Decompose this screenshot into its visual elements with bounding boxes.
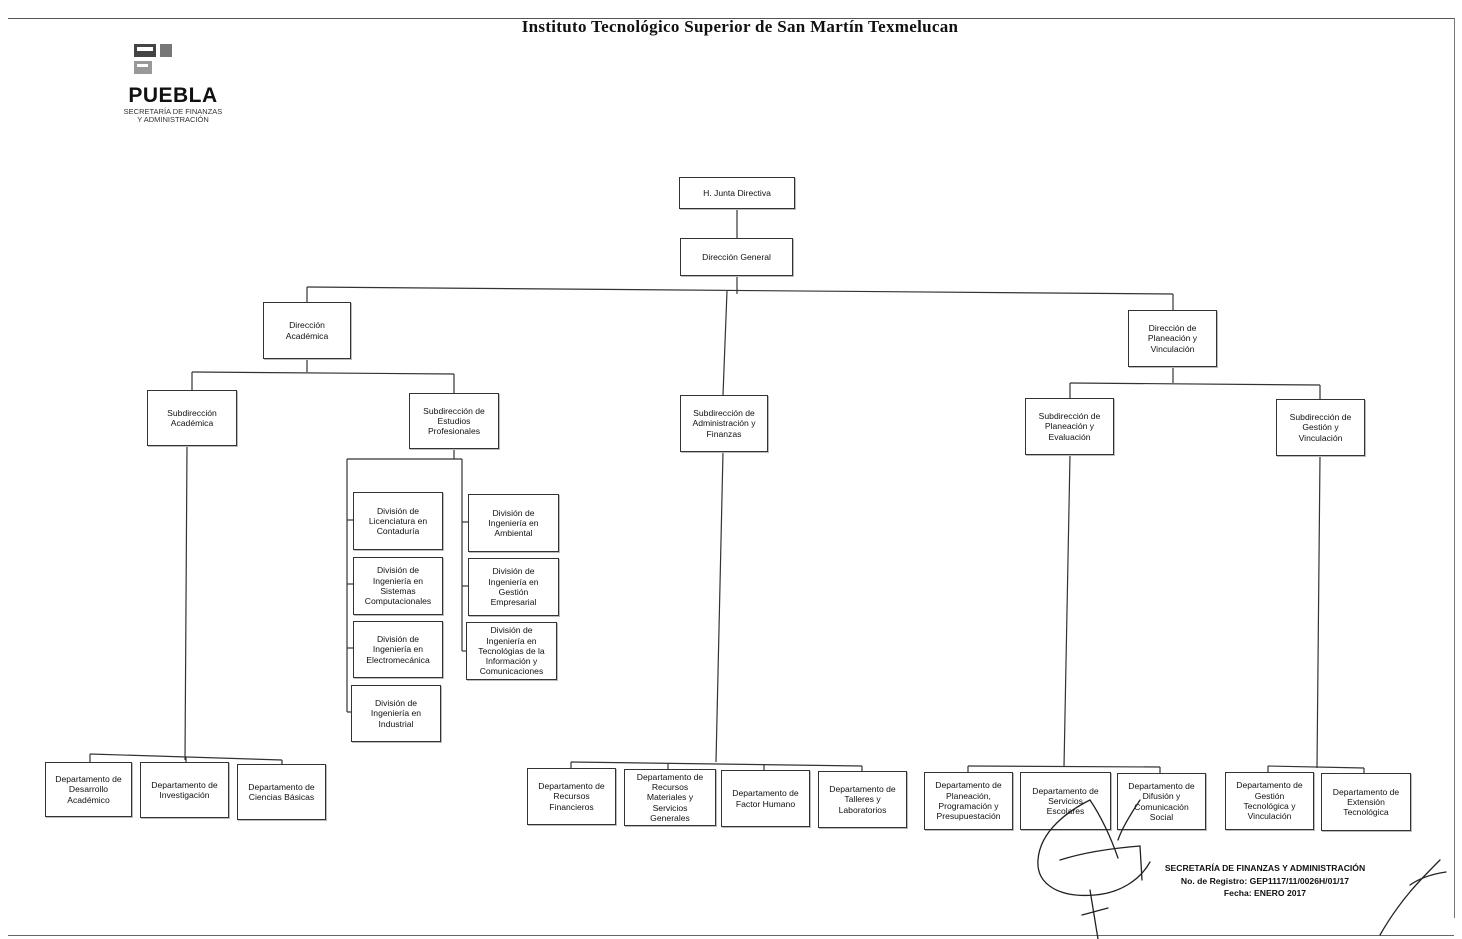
box-departamento-desarrollo-academico: Departamento de Desarrollo Académico xyxy=(45,762,132,817)
page-title: Instituto Tecnológico Superior de San Ma… xyxy=(521,17,959,36)
box-departamento-difusion-comunicacion: Departamento de Difusión y Comunicación … xyxy=(1117,773,1206,830)
box-division-contaduria: División de Licenciatura en Contaduría xyxy=(353,492,443,550)
box-subdireccion-planeacion-evaluacion: Subdirección de Planeación y Evaluación xyxy=(1025,398,1114,455)
box-departamento-investigacion: Departamento de Investigación xyxy=(140,762,229,818)
stamp-agency: SECRETARÍA DE FINANZAS Y ADMINISTRACIÓN xyxy=(1164,863,1366,873)
box-departamento-gestion-tecnologica: Departamento de Gestión Tecnológica y Vi… xyxy=(1225,772,1314,830)
puebla-logo: PUEBLA SECRETARÍA DE FINANZAS Y ADMINIST… xyxy=(88,42,238,132)
box-division-tecnologias-informacion: División de Ingeniería en Tecnológias de… xyxy=(466,622,557,680)
box-division-sistemas-computacionales: División de Ingeniería en Sistemas Compu… xyxy=(353,557,443,615)
page-border-bottom xyxy=(8,935,1454,936)
box-departamento-recursos-financieros: Departamento de Recursos Financieros xyxy=(527,768,616,825)
stamp-registration-number: No. de Registro: GEP1117/11/0026H/01/17 xyxy=(1180,875,1350,886)
box-subdireccion-academica: Subdirección Académica xyxy=(147,390,237,446)
box-departamento-talleres-laboratorios: Departamento de Talleres y Laboratorios xyxy=(818,771,907,828)
page-border-top xyxy=(8,18,1454,19)
box-subdireccion-gestion-vinculacion: Subdirección de Gestión y Vinculación xyxy=(1276,399,1365,456)
puebla-emblem-icon xyxy=(134,44,172,74)
box-subdireccion-administracion-finanzas: Subdirección de Administración y Finanza… xyxy=(680,395,768,452)
logo-subtitle: SECRETARÍA DE FINANZAS Y ADMINISTRACIÓN xyxy=(123,107,223,124)
box-h-junta-directiva: H. Junta Directiva xyxy=(679,177,795,209)
box-direccion-academica: Dirección Académica xyxy=(263,302,351,359)
registration-stamp: SECRETARÍA DE FINANZAS Y ADMINISTRACIÓN … xyxy=(1130,862,1400,900)
box-direccion-planeacion-vinculacion: Dirección de Planeación y Vinculación xyxy=(1128,310,1217,367)
box-division-industrial: División de Ingeniería en Industrial xyxy=(351,685,441,742)
box-departamento-servicios-escolares: Departamento de Servicios Escolares xyxy=(1020,772,1111,830)
box-subdireccion-estudios-profesionales: Subdirección de Estudios Profesionales xyxy=(409,393,499,449)
box-division-electromecanica: División de Ingeniería en Electromecánic… xyxy=(353,621,443,678)
box-departamento-ciencias-basicas: Departamento de Ciencias Básicas xyxy=(237,764,326,820)
box-direccion-general: Dirección General xyxy=(680,238,793,276)
page-border-right xyxy=(1454,18,1455,918)
box-departamento-recursos-materiales: Departamento de Recursos Materiales y Se… xyxy=(624,769,716,826)
box-departamento-extension-tecnologica: Departamento de Extensión Tecnológica xyxy=(1321,773,1411,831)
stamp-date: Fecha: ENERO 2017 xyxy=(1223,888,1307,898)
box-departamento-planeacion-programacion: Departamento de Planeación, Programación… xyxy=(924,772,1013,830)
box-division-gestion-empresarial: División de Ingeniería en Gestión Empres… xyxy=(468,558,559,616)
box-division-ambiental: División de Ingeniería en Ambiental xyxy=(468,494,559,552)
logo-wordmark: PUEBLA xyxy=(128,84,218,107)
box-departamento-factor-humano: Departamento de Factor Humano xyxy=(721,770,810,827)
